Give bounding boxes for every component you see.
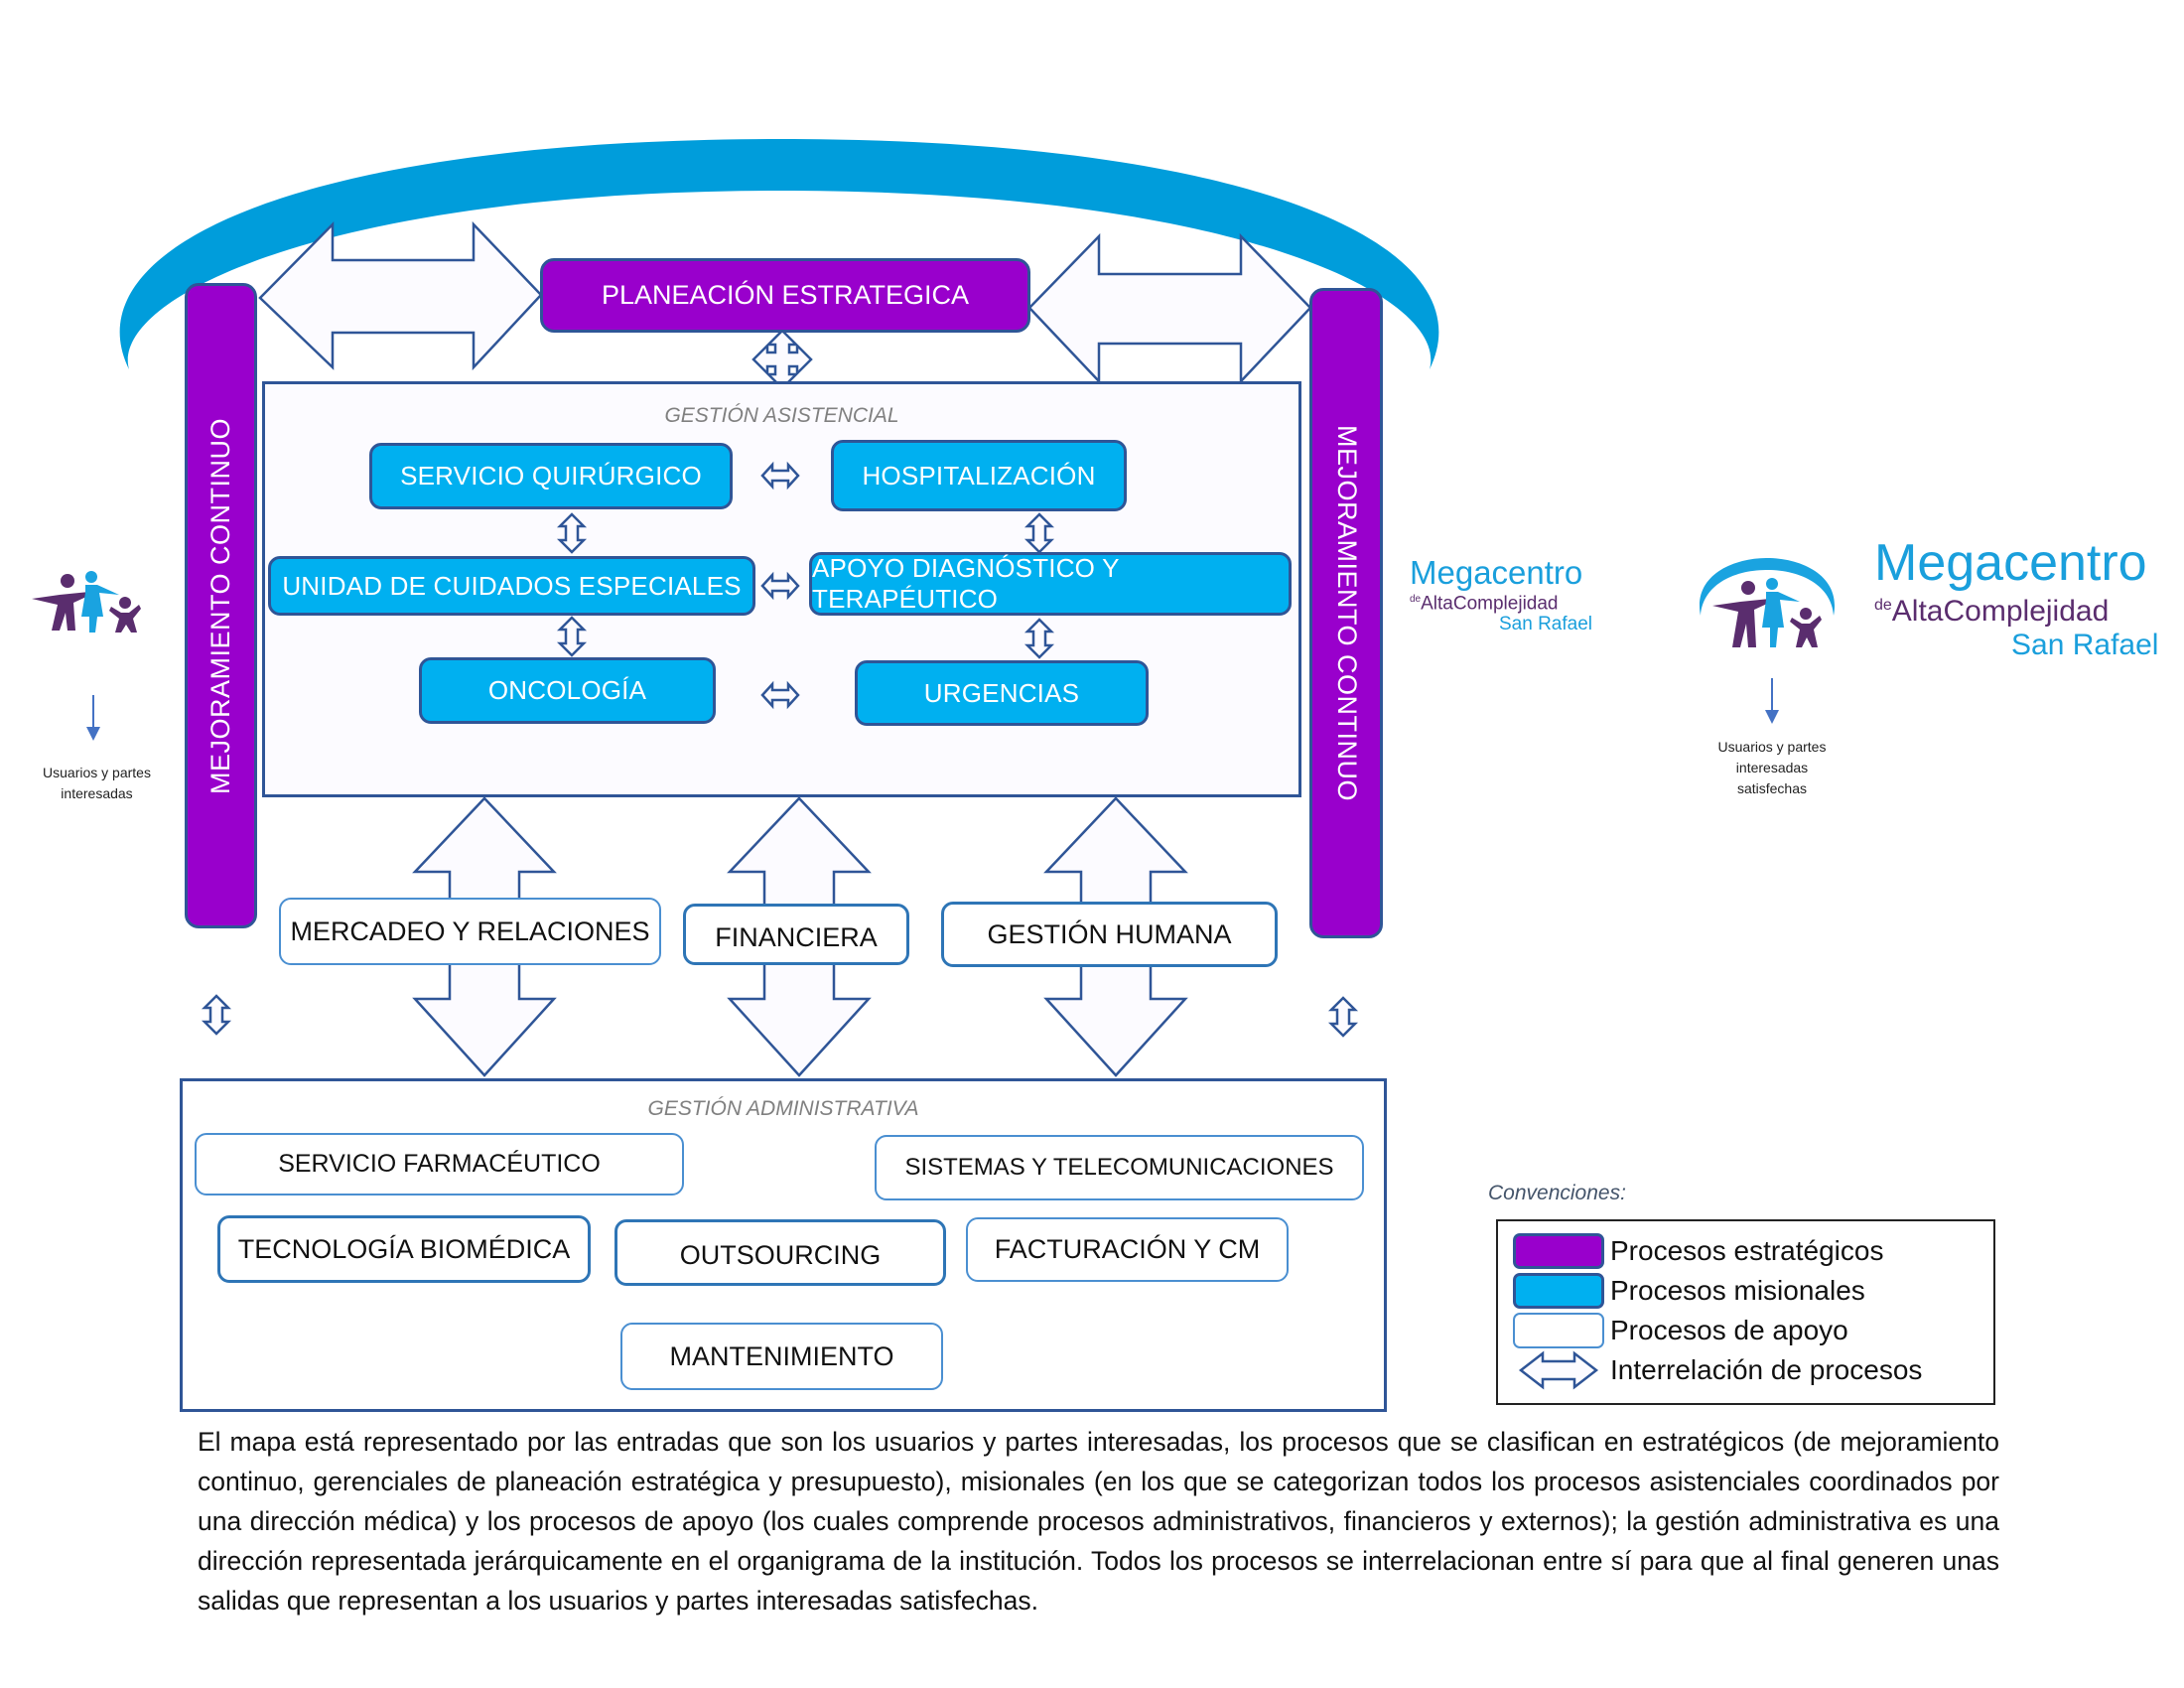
improvement-arc xyxy=(119,139,1439,369)
support-label: MERCADEO Y RELACIONES xyxy=(290,915,650,946)
legend-swatch-mission xyxy=(1513,1273,1604,1309)
outputs-caption-line: Usuarios y partes xyxy=(1717,739,1827,755)
mission-oncologia[interactable]: ONCOLOGÍA xyxy=(419,657,716,724)
inputs-caption: Usuarios y partes interesadas xyxy=(20,763,174,804)
mission-hospitalizacion[interactable]: HOSPITALIZACIÓN xyxy=(831,440,1127,511)
inputs-caption-line: interesadas xyxy=(61,785,133,801)
interrelation-arrow-vertical xyxy=(1025,512,1053,554)
logo-de-text: de xyxy=(1410,594,1422,605)
logo-small: Megacentro deAltaComplejidad San Rafael xyxy=(1410,556,1608,635)
legend-label: Procesos estratégicos xyxy=(1610,1235,1884,1266)
mission-unidad-cuidados-especiales[interactable]: UNIDAD DE CUIDADOS ESPECIALES xyxy=(268,556,755,616)
mission-label: ONCOLOGÍA xyxy=(487,675,647,705)
family-icon-input xyxy=(32,571,141,633)
planeacion-estrategica-label: PLANEACIÓN ESTRATEGICA xyxy=(601,280,970,310)
interrelation-arrow-horizontal xyxy=(760,682,800,708)
legend-label: Procesos misionales xyxy=(1610,1275,1865,1306)
inputs-caption-line: Usuarios y partes xyxy=(43,765,151,780)
double-arrow-icon xyxy=(1518,1350,1599,1390)
admin-sistemas-telecomunicaciones[interactable]: SISTEMAS Y TELECOMUNICACIONES xyxy=(875,1135,1364,1200)
admin-label: TECNOLOGÍA BIOMÉDICA xyxy=(237,1233,571,1264)
mission-servicio-quirurgico[interactable]: SERVICIO QUIRÚRGICO xyxy=(369,443,733,509)
mission-apoyo-diagnostico[interactable]: APOYO DIAGNÓSTICO Y TERAPÉUTICO xyxy=(809,552,1292,616)
logo-complejidad-text: Complejidad xyxy=(1943,595,2110,628)
logo-alta-text: Alta xyxy=(1421,593,1453,615)
logo-san-rafael-text: San Rafael xyxy=(1499,614,1593,635)
legend-label: Procesos de apoyo xyxy=(1610,1315,1848,1345)
outputs-caption-line: satisfechas xyxy=(1736,780,1808,796)
admin-label: MANTENIMIENTO xyxy=(669,1340,894,1371)
interrelation-arrow-vertical-left xyxy=(203,994,230,1036)
legend-item-misionales: Procesos misionales xyxy=(1513,1271,1993,1311)
mission-label: SERVICIO QUIRÚRGICO xyxy=(400,461,702,491)
family-icon-output xyxy=(1699,558,1836,647)
support-label: GESTIÓN HUMANA xyxy=(987,918,1232,949)
legend-item-apoyo: Procesos de apoyo xyxy=(1513,1311,1993,1350)
admin-tecnologia-biomedica[interactable]: TECNOLOGÍA BIOMÉDICA xyxy=(217,1215,591,1283)
admin-label: SERVICIO FARMACÉUTICO xyxy=(278,1150,601,1178)
admin-mantenimiento[interactable]: MANTENIMIENTO xyxy=(620,1323,943,1390)
admin-label: FACTURACIÓN Y CM xyxy=(994,1234,1261,1264)
gestion-asistencial-title: GESTIÓN ASISTENCIAL xyxy=(664,404,899,427)
admin-label: SISTEMAS Y TELECOMUNICACIONES xyxy=(904,1154,1334,1181)
gestion-administrativa-title: GESTIÓN ADMINISTRATIVA xyxy=(647,1097,919,1120)
mejoramiento-continuo-right[interactable]: MEJORAMIENTO CONTINUO xyxy=(1309,288,1383,938)
interrelation-arrow-vertical xyxy=(558,512,586,554)
legend-title: Convenciones: xyxy=(1488,1182,1626,1204)
admin-servicio-farmaceutico[interactable]: SERVICIO FARMACÉUTICO xyxy=(195,1133,684,1196)
down-arrow-icon-input xyxy=(86,695,100,741)
mission-urgencias[interactable]: URGENCIAS xyxy=(855,660,1149,726)
logo-alta-text: Alta xyxy=(1891,595,1944,628)
logo-megacentro-text: Megacentro xyxy=(1874,534,2147,592)
interrelation-arrow-vertical-right xyxy=(1329,996,1357,1038)
interrelation-arrow-horizontal xyxy=(760,573,800,599)
down-arrow-icon-output xyxy=(1765,678,1779,724)
support-gestion-humana[interactable]: GESTIÓN HUMANA xyxy=(941,902,1278,967)
mejoramiento-continuo-left[interactable]: MEJORAMIENTO CONTINUO xyxy=(185,283,257,928)
interrelation-arrow-horizontal xyxy=(760,463,800,489)
interrelation-arrow-vertical xyxy=(1025,618,1053,659)
support-mercadeo-relaciones[interactable]: MERCADEO Y RELACIONES xyxy=(279,898,661,965)
interrelation-arrow-vertical xyxy=(558,616,586,657)
outputs-caption-line: interesadas xyxy=(1735,760,1809,775)
legend-swatch-strategic xyxy=(1513,1233,1604,1269)
mission-label: HOSPITALIZACIÓN xyxy=(862,460,1096,491)
description-paragraph: El mapa está representado por las entrad… xyxy=(198,1427,1999,1616)
mission-label: APOYO DIAGNÓSTICO Y TERAPÉUTICO xyxy=(812,553,1120,614)
legend-label: Interrelación de procesos xyxy=(1610,1354,1923,1385)
support-financiera[interactable]: FINANCIERA xyxy=(683,904,909,965)
admin-outsourcing[interactable]: OUTSOURCING xyxy=(614,1219,946,1286)
logo-megacentro-text: Megacentro xyxy=(1410,554,1583,591)
logo-complejidad-text: Complejidad xyxy=(1452,593,1559,615)
admin-label: OUTSOURCING xyxy=(679,1240,882,1270)
legend-box: Procesos estratégicos Procesos misionale… xyxy=(1496,1219,1995,1405)
mission-label: UNIDAD DE CUIDADOS ESPECIALES xyxy=(282,570,742,601)
planeacion-estrategica-box[interactable]: PLANEACIÓN ESTRATEGICA xyxy=(540,258,1030,333)
legend-item-interrelacion: Interrelación de procesos xyxy=(1513,1350,1993,1390)
logo-de-text: de xyxy=(1874,597,1892,614)
logo-alta-complejidad: deAltaComplejidad xyxy=(1410,590,1608,614)
legend-item-estrategicos: Procesos estratégicos xyxy=(1513,1231,1993,1271)
logo-large: Megacentro deAltaComplejidad San Rafael xyxy=(1874,536,2172,663)
mission-label: URGENCIAS xyxy=(923,677,1080,708)
logo-san-rafael-text: San Rafael xyxy=(2011,629,2159,661)
legend-swatch-support xyxy=(1513,1313,1604,1348)
outputs-caption: Usuarios y partes interesadas satisfecha… xyxy=(1698,737,1846,799)
admin-facturacion-cm[interactable]: FACTURACIÓN Y CM xyxy=(966,1217,1289,1282)
logo-alta-complejidad: deAltaComplejidad xyxy=(1874,590,2172,628)
support-label: FINANCIERA xyxy=(715,921,878,952)
